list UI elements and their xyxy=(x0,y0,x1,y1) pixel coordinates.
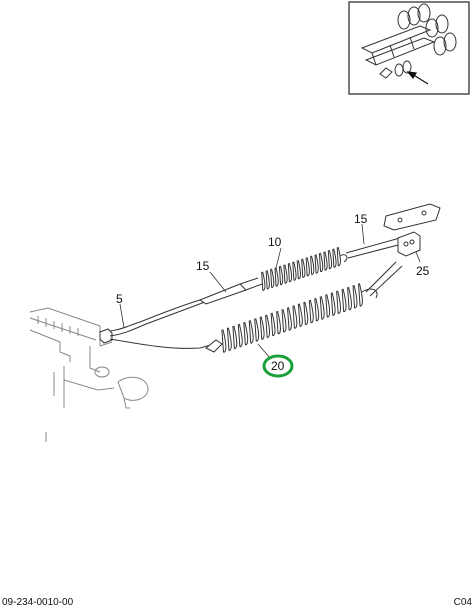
sheet-code: C04 xyxy=(453,597,472,608)
callout-10: 10 xyxy=(268,235,282,249)
callout-25: 25 xyxy=(416,264,430,278)
callout-15-left: 15 xyxy=(196,259,210,273)
cables xyxy=(109,237,403,349)
callout-15-right: 15 xyxy=(354,212,368,226)
upper-spring xyxy=(198,246,348,305)
callout-20: 20 xyxy=(271,359,285,373)
inset-locator-icon xyxy=(360,3,457,79)
connector xyxy=(99,328,113,344)
callout-5: 5 xyxy=(116,292,123,306)
bracket xyxy=(383,203,441,257)
highlight-ring xyxy=(262,354,294,378)
leader-lines xyxy=(119,223,421,359)
document-number: 09-234-0010-00 xyxy=(2,597,74,608)
lower-spring xyxy=(205,261,403,353)
arrow-icon xyxy=(406,71,429,85)
frame-structure xyxy=(29,307,149,442)
inset-locator xyxy=(348,1,470,95)
